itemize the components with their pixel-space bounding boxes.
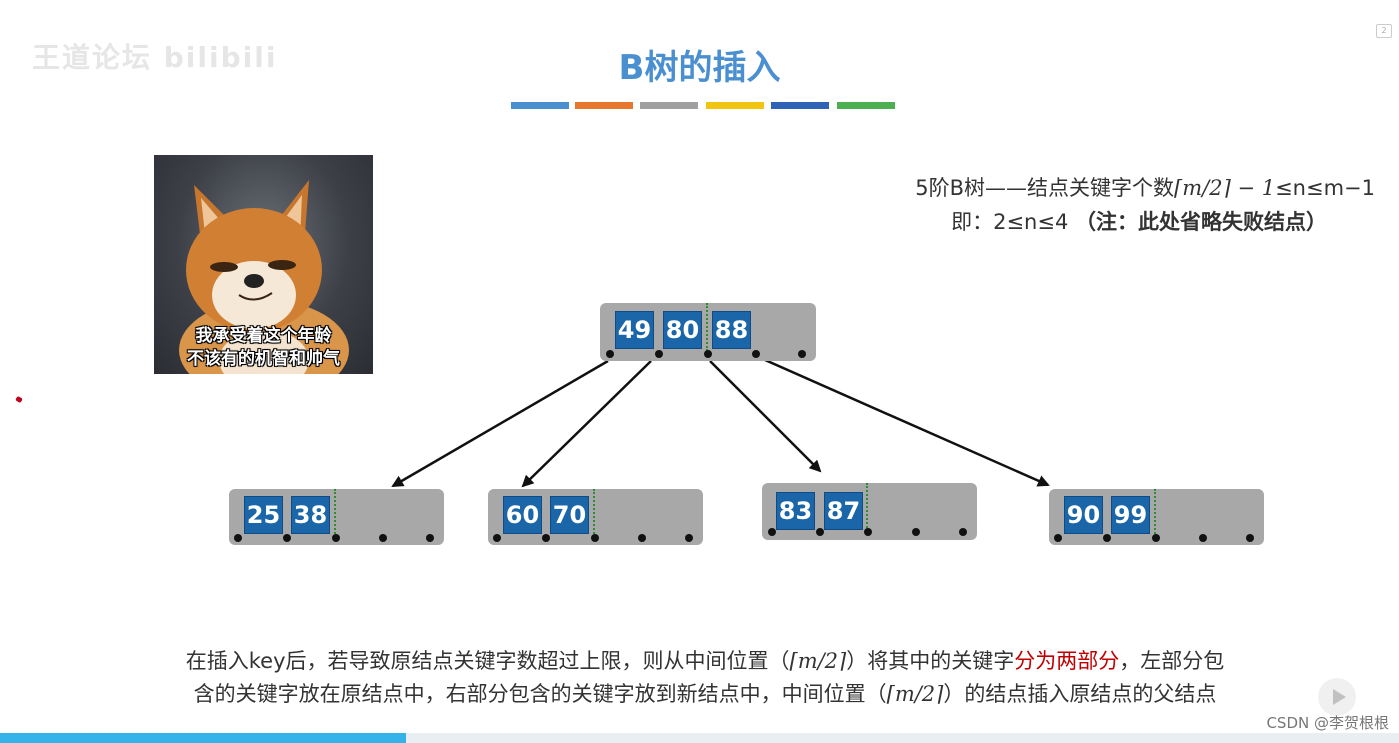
child-pointer-dot (493, 534, 501, 542)
root-key: 49 (615, 311, 654, 349)
edge-arrow (521, 360, 652, 488)
desc-highlight: 分为两部分 (1014, 649, 1120, 673)
child-pointer-dot (379, 534, 387, 542)
leaf-key: 90 (1064, 496, 1103, 534)
child-pointer-dot (1246, 534, 1254, 542)
child-pointer-dot (959, 528, 967, 536)
desc-formula: ⌈m/2⌉ (789, 649, 847, 673)
child-pointer-dot (426, 534, 434, 542)
range-note: （注：此处省略失败结点） (1075, 210, 1327, 234)
rule-formula: ⌈m/2⌉ − 1 (1174, 176, 1276, 200)
edge-arrow (709, 360, 822, 473)
b-tree-order-rule: 5阶B树——结点关键字个数⌈m/2⌉ − 1≤n≤m−1 (830, 172, 1375, 202)
color-bar-segment (640, 102, 698, 109)
shiba-meme-image: 我承受着这个年龄 不该有的机智和帅气 (154, 155, 373, 374)
tree-leaf-node: 60 70 (488, 489, 703, 545)
child-pointer-dot (912, 528, 920, 536)
child-pointer-dot (655, 350, 663, 358)
insertion-description-line2: 含的关键字放在原结点中，右部分包含的关键字放到新结点中，中间位置（⌈m/2⌉）的… (60, 678, 1350, 711)
split-marker (706, 303, 708, 351)
child-pointer-dot (704, 350, 712, 358)
child-pointer-dot (798, 350, 806, 358)
cursor-mark (15, 395, 23, 404)
child-pointer-dot (1054, 534, 1062, 542)
edge-arrow (755, 354, 1050, 487)
source-label: CSDN @李贺根根 (1266, 714, 1389, 732)
color-bar-segment (837, 102, 895, 109)
b-tree-range-rule: 即：2≤n≤4 （注：此处省略失败结点） (830, 206, 1327, 236)
child-pointer-dot (752, 350, 760, 358)
desc-text: 含的关键字放在原结点中，右部分包含的关键字放到新结点中，中间位置（ (193, 682, 887, 706)
rule-prefix: 5阶B树——结点关键字个数 (915, 176, 1175, 200)
leaf-key: 87 (824, 492, 863, 530)
color-bar-segment (511, 102, 569, 109)
child-pointer-dot (1199, 534, 1207, 542)
child-pointer-dot (816, 528, 824, 536)
meme-caption-line1: 我承受着这个年龄 (195, 326, 332, 346)
rule-suffix: ≤n≤m−1 (1275, 176, 1375, 200)
page-indicator: 2 (1376, 24, 1392, 38)
leaf-key: 99 (1111, 496, 1150, 534)
tree-leaf-node: 25 38 (229, 489, 444, 545)
play-icon[interactable] (1318, 678, 1356, 716)
color-bar-segment (575, 102, 633, 109)
color-bar-segment (706, 102, 764, 109)
desc-text: 在插入key后，若导致原结点关键字数超过上限，则从中间位置（ (185, 649, 790, 673)
slide-title: B树的插入 (618, 48, 781, 88)
child-pointer-dot (332, 534, 340, 542)
tree-leaf-node: 83 87 (762, 483, 977, 540)
video-progress-fill (0, 733, 406, 743)
edge-arrow (391, 359, 609, 488)
child-pointer-dot (283, 534, 291, 542)
video-progress-bar[interactable] (0, 733, 1399, 743)
child-pointer-dot (591, 534, 599, 542)
meme-caption-line2: 不该有的机智和帅气 (187, 349, 340, 369)
root-key: 88 (712, 311, 751, 349)
child-pointer-dot (638, 534, 646, 542)
desc-text: ）将其中的关键字 (846, 649, 1015, 673)
split-marker (866, 483, 868, 531)
leaf-key: 60 (503, 496, 542, 534)
child-pointer-dot (542, 534, 550, 542)
child-pointer-dot (685, 534, 693, 542)
child-pointer-dot (768, 528, 776, 536)
range-text: 即：2≤n≤4 (951, 210, 1069, 234)
leaf-key: 25 (244, 496, 283, 534)
child-pointer-dot (864, 528, 872, 536)
desc-text: ，左部分包 (1119, 649, 1225, 673)
bilibili-watermark: 王道论坛 bilibili (32, 41, 278, 74)
color-bar-segment (771, 102, 829, 109)
child-pointer-dot (1103, 534, 1111, 542)
leaf-key: 38 (291, 496, 330, 534)
leaf-key: 83 (776, 492, 815, 530)
split-marker (1154, 489, 1156, 537)
insertion-description-line1: 在插入key后，若导致原结点关键字数超过上限，则从中间位置（⌈m/2⌉）将其中的… (60, 645, 1350, 678)
split-marker (593, 489, 595, 537)
split-marker (334, 489, 336, 537)
root-key: 80 (663, 311, 702, 349)
leaf-key: 70 (550, 496, 589, 534)
child-pointer-dot (234, 534, 242, 542)
tree-leaf-node: 90 99 (1049, 489, 1264, 545)
child-pointer-dot (606, 350, 614, 358)
child-pointer-dot (1152, 534, 1160, 542)
tree-root-node: 49 80 88 (600, 303, 816, 361)
desc-text: ）的结点插入原结点的父结点 (943, 682, 1217, 706)
desc-formula: ⌈m/2⌉ (886, 682, 944, 706)
